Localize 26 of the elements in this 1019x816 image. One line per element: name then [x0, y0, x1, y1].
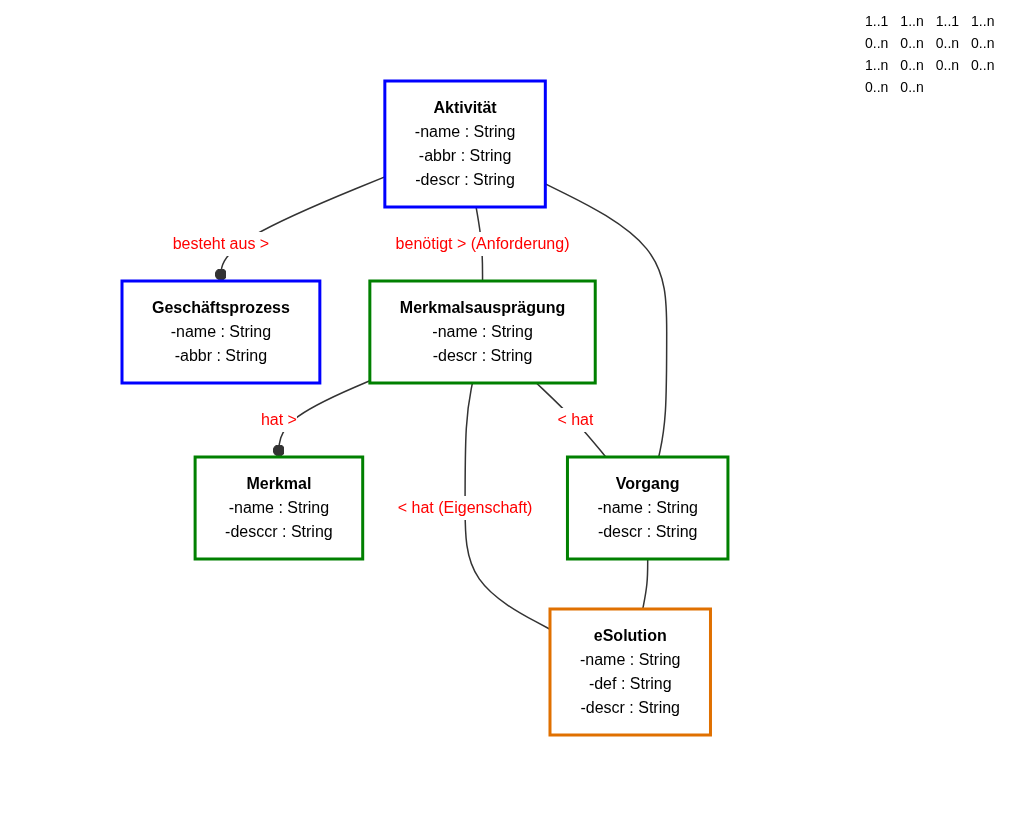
edge-label: < hat: [556, 411, 593, 428]
multiplicity-label: 1..1: [865, 13, 889, 29]
node-box: Vorgang -name : String -descr : String: [565, 455, 729, 561]
multiplicity-label: 1..n: [865, 57, 889, 73]
multiplicity-label: 1..n: [971, 13, 995, 29]
node-box: eSolution -name : String -def : String -descr : String: [548, 607, 712, 737]
multiplicity-label: 0..n: [900, 35, 924, 51]
node-box: Merkmal -name : String -desccr : String: [193, 455, 364, 561]
edge-label: < hat (Eigenschaft): [397, 499, 532, 516]
edge-label: benötigt > (Anforderung): [395, 235, 570, 252]
multiplicity-label: 1..1: [935, 13, 960, 29]
node-box: Geschäftsprozess -name : String -abbr : String: [120, 279, 321, 385]
node-box: Aktivität -name : String -abbr : String -descr : String: [382, 79, 547, 209]
multiplicity-label: 0..n: [935, 35, 960, 51]
multiplicity-label: 0..n: [935, 57, 960, 73]
multiplicity-label: 0..n: [865, 35, 889, 51]
multiplicity-label: 0..n: [900, 57, 924, 73]
node-box: Merkmalsausprägung -name : String -descr : String: [367, 279, 597, 385]
edge-label: besteht aus >: [172, 235, 269, 252]
multiplicity-label: 0..n: [865, 79, 889, 95]
multiplicity-label: 0..n: [971, 35, 995, 51]
multiplicity-label: 1..n: [900, 13, 924, 29]
multiplicity-label: 0..n: [900, 79, 924, 95]
multiplicity-label: 0..n: [971, 57, 995, 73]
connector: [544, 183, 667, 458]
edge-label: hat >: [260, 411, 297, 428]
